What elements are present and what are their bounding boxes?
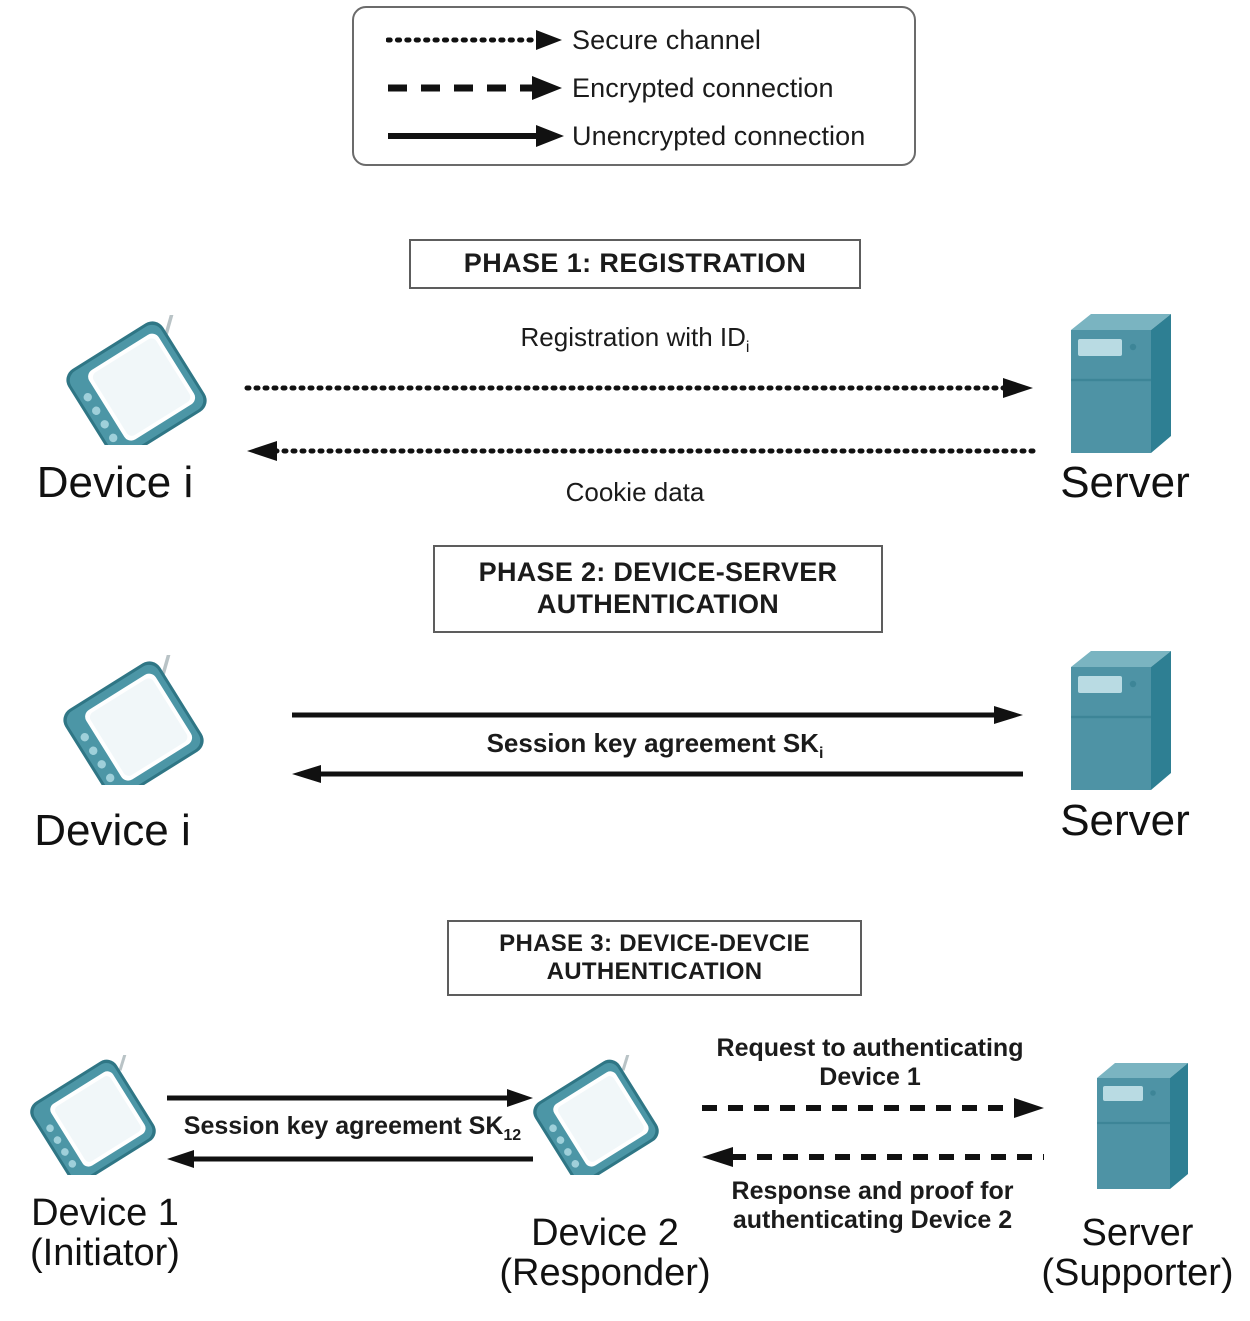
phase-3-node-1-caption-line2: (Initiator): [30, 1231, 180, 1274]
phase-1-message-1-text: Registration with ID: [520, 322, 746, 352]
phase-2-arrow-left-unencrypted: [290, 762, 1025, 786]
legend-item-encrypted-connection: Encrypted connection: [354, 68, 914, 108]
connection-type-legend: Secure channel Encrypted connection Unen…: [352, 6, 916, 166]
phase-3-title-line1: PHASE 3: DEVICE-DEVCIE: [499, 929, 810, 957]
phase-3-title: PHASE 3: DEVICE-DEVCIE AUTHENTICATION: [447, 920, 862, 996]
server-icon: [1063, 645, 1179, 800]
phase-3-message-1-subscript: 12: [503, 1127, 522, 1144]
phase-3-message-1-label: Session key agreement SK12: [160, 1112, 545, 1144]
dashed-arrow-icon: [386, 68, 568, 108]
phase-1-title: PHASE 1: REGISTRATION: [409, 239, 861, 289]
phase-3-node-2-caption: Device 2 (Responder): [480, 1212, 730, 1294]
legend-label-secure-channel: Secure channel: [572, 25, 762, 55]
phase-2-arrow-right-unencrypted: [290, 703, 1025, 727]
server-icon: [1090, 1058, 1195, 1198]
phase-2-message-1-label: Session key agreement SKi: [420, 728, 890, 763]
phase-3-arrow-d2-to-d1: [165, 1148, 535, 1170]
phase-3-arrow-d1-to-d2: [165, 1087, 535, 1109]
phase-3-node-3-caption-line2: (Supporter): [1041, 1251, 1234, 1294]
phase-2-message-1-subscript: i: [818, 745, 824, 763]
phase-3-node-2-caption-line2: (Responder): [499, 1251, 711, 1294]
phase-1-message-1-label: Registration with IDi: [405, 322, 865, 357]
legend-item-unencrypted-connection: Unencrypted connection: [354, 116, 914, 156]
phase-2-message-1-text: Session key agreement SK: [486, 728, 819, 758]
solid-arrow-icon: [386, 116, 568, 156]
phase-1-arrow-right-secure: [244, 375, 1035, 401]
phase-3-node-2-caption-line1: Device 2: [531, 1212, 679, 1254]
legend-label-unencrypted-connection: Unencrypted connection: [572, 121, 866, 151]
phase-3-message-2-line2: Device 1: [819, 1062, 921, 1091]
phase-3-arrow-d2-to-server: [700, 1097, 1045, 1119]
phase-1-arrow-left-secure: [245, 438, 1036, 464]
phase-1-message-2-label: Cookie data: [565, 477, 705, 507]
legend-label-encrypted-connection: Encrypted connection: [572, 73, 834, 103]
mobile-device-icon: [22, 1055, 182, 1175]
phase-2-title: PHASE 2: DEVICE-SERVER AUTHENTICATION: [433, 545, 883, 633]
phase-1-right-node-caption: Server: [1060, 458, 1190, 507]
mobile-device-icon: [55, 315, 235, 445]
server-icon: [1063, 308, 1179, 463]
phase-3-message-2-label: Request to authenticating Device 1: [695, 1034, 1045, 1091]
dotted-arrow-icon: [385, 20, 568, 60]
phase-2-left-node-caption: Device i: [34, 806, 191, 855]
phase-3-node-1-caption: Device 1 (Initiator): [0, 1192, 215, 1274]
mobile-device-icon: [525, 1055, 685, 1175]
phase-3-message-1-text: Session key agreement SK: [183, 1112, 504, 1140]
phase-3-message-3-label: Response and proof for authenticating De…: [695, 1177, 1050, 1234]
legend-item-secure-channel: Secure channel: [354, 20, 914, 60]
phase-2-title-line1: PHASE 2: DEVICE-SERVER: [478, 557, 838, 588]
phase-3-arrow-server-to-d2: [700, 1146, 1045, 1168]
phase-3-message-3-line1: Response and proof for: [731, 1177, 1014, 1205]
phase-3-node-3-caption: Server (Supporter): [1025, 1212, 1250, 1294]
phase-3-message-2-line1: Request to authenticating: [716, 1034, 1024, 1062]
phase-3-title-line2: AUTHENTICATION: [546, 958, 763, 985]
phase-1-left-node-caption: Device i: [36, 458, 194, 507]
phase-1-message-1-subscript: i: [745, 339, 750, 357]
phase-2-title-line2: AUTHENTICATION: [536, 589, 780, 619]
phase-3-node-1-caption-line1: Device 1: [31, 1192, 179, 1234]
mobile-device-icon: [52, 655, 232, 785]
phase-3-node-3-caption-line1: Server: [1081, 1212, 1194, 1254]
phase-3-message-3-line2: authenticating Device 2: [732, 1205, 1013, 1234]
phase-2-right-node-caption: Server: [1060, 796, 1190, 845]
